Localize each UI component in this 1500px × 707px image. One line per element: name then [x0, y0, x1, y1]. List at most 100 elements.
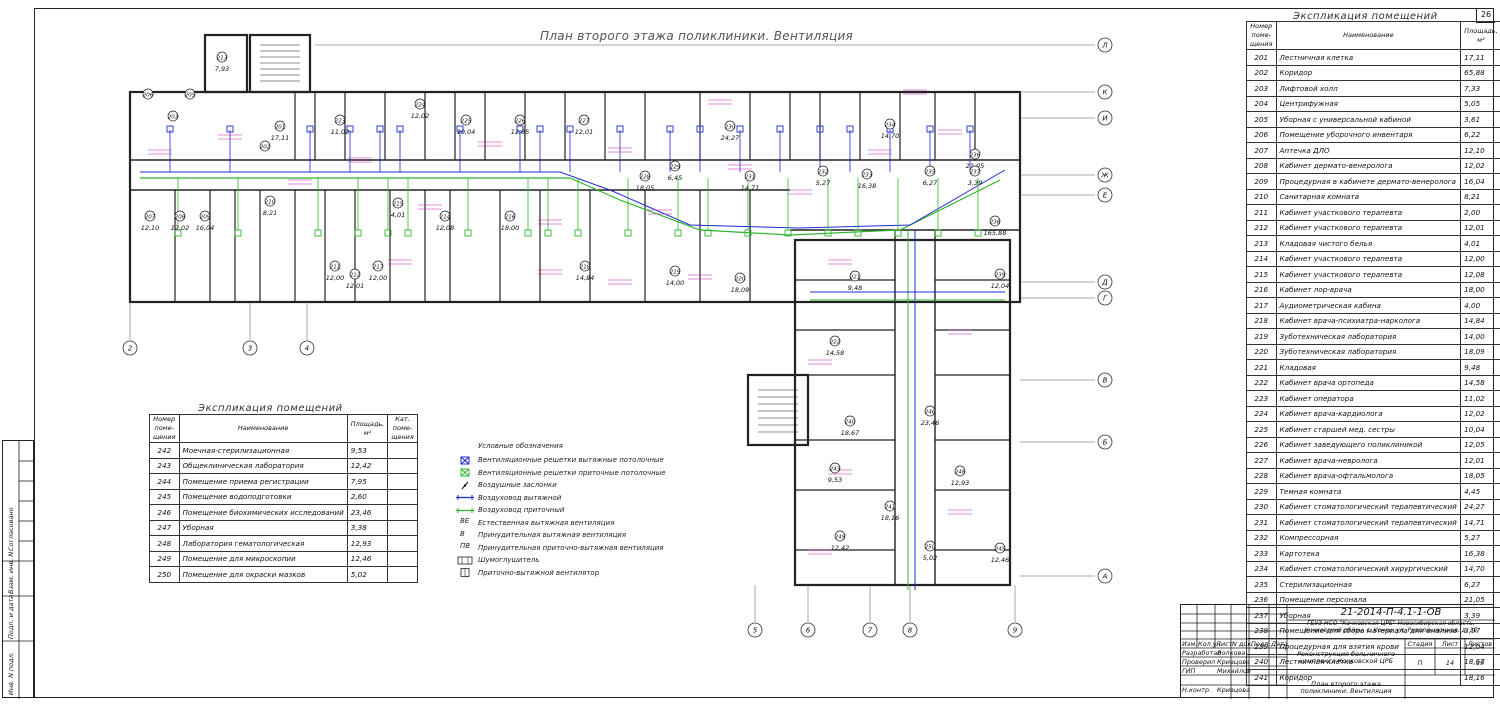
room-number: 219	[1246, 328, 1277, 345]
room-number: 214	[1246, 250, 1277, 267]
room-area: 12,00	[326, 274, 345, 282]
axis-number: 4	[305, 345, 309, 353]
room-number-circle	[329, 260, 341, 272]
room-number-circle	[734, 272, 746, 284]
exhaust-grille-icon	[376, 125, 384, 133]
sheet-label: Лист	[1441, 640, 1459, 648]
room-number: 224	[1246, 405, 1277, 422]
room-number: 228	[1246, 467, 1277, 484]
head-list: Лист	[1216, 640, 1233, 648]
room-name: Зуботехническая лаборатория	[1275, 343, 1462, 360]
room-number: 240	[845, 420, 856, 426]
supply-grille-icon	[704, 229, 712, 237]
axis-bubble	[299, 340, 315, 356]
room-number-circle	[884, 118, 896, 130]
axis-bubble	[242, 340, 258, 356]
legend-label: Принудительная вытяжная вентиляция	[478, 531, 627, 540]
room-name: Аптечка ДЛО	[1275, 142, 1462, 159]
room-number-circle	[829, 462, 841, 474]
room-number-circle	[954, 465, 966, 477]
room-number: 234	[1246, 560, 1277, 577]
legend-label: Вентиляционные решетки приточные потолоч…	[478, 468, 666, 477]
exhaust-grille-icon	[516, 125, 524, 133]
axis-number: 9	[1013, 627, 1018, 635]
room-number-circle	[414, 98, 426, 110]
room-number-circle	[372, 260, 384, 272]
supply-grille-icon	[574, 229, 582, 237]
exhaust-grille-icon	[536, 125, 544, 133]
legend-symbol-icon: В	[452, 530, 478, 541]
room-number: 215	[1246, 266, 1277, 283]
room-area: 14,70	[1460, 560, 1500, 577]
room-area: 18,09	[731, 286, 750, 294]
column-header: Наименование	[178, 414, 348, 443]
room-name: Кабинет лор-врача	[1275, 281, 1462, 298]
room-number: 218	[1246, 312, 1277, 329]
axis-bubble	[122, 340, 138, 356]
room-number: 217	[373, 265, 384, 271]
column-header: Номер поме-щения	[1246, 21, 1277, 50]
supply-grille-icon	[624, 229, 632, 237]
project-name: Реконструкция больничного комплекса Кочк…	[1297, 650, 1395, 665]
room-number: 223	[335, 119, 346, 125]
room-number: 208	[1246, 157, 1277, 174]
exhaust-grille-icon	[166, 125, 174, 133]
room-number-circle	[174, 210, 186, 222]
supply-grille-icon	[974, 229, 982, 237]
room-number-circle	[460, 114, 472, 126]
axis-letter: Л	[1101, 42, 1108, 50]
room-number-circle	[849, 270, 861, 282]
room-number: 226	[515, 119, 526, 125]
room-area: 16,04	[196, 224, 215, 232]
room-number-circle	[924, 165, 936, 177]
room-name: Помещение для окраски мазков	[178, 566, 348, 583]
column-header: Номер поме-щения	[149, 414, 180, 443]
room-number: 225	[1246, 421, 1277, 438]
legend-symbol-icon: ПВ	[452, 542, 478, 553]
axis-number: 3	[248, 345, 252, 353]
room-area: 12,04	[991, 282, 1010, 290]
room-area: 18,05	[1460, 467, 1500, 484]
legend-symbol-icon	[452, 480, 478, 491]
room-number: 230	[1246, 498, 1277, 515]
room-number-circle	[639, 170, 651, 182]
room-number: 204	[1246, 95, 1277, 112]
room-area: 5,27	[816, 179, 831, 187]
room-area: 18,05	[636, 184, 655, 192]
room-number: 237	[970, 170, 981, 176]
room-area: 17,11	[1460, 49, 1500, 66]
room-area: 12,05	[511, 128, 530, 136]
room-area: 12,93	[951, 479, 970, 487]
room-number: 214	[440, 215, 451, 221]
room-name: Центрифужная	[1275, 95, 1462, 112]
legend-title: Условные обозначения	[478, 442, 563, 450]
room-area: 8,21	[1460, 188, 1500, 205]
room-number-circle	[274, 120, 286, 132]
axis-letter: Г	[1103, 295, 1108, 303]
room-number-circle	[167, 110, 179, 122]
room-area: 6,27	[923, 179, 938, 187]
room-area: 6,27	[1460, 576, 1500, 593]
supply-grille-icon	[824, 229, 832, 237]
room-number: 216	[1246, 281, 1277, 298]
supply-grille-icon	[854, 229, 862, 237]
sheets-label: Листов	[1467, 640, 1493, 648]
room-category	[387, 566, 418, 583]
legend-item: Вентиляционные решетки приточные потолоч…	[452, 467, 666, 480]
supply-grille-icon	[674, 229, 682, 237]
room-area: 12,42	[346, 457, 389, 474]
room-name: Кабинет стоматологический хирургический	[1275, 560, 1462, 577]
room-number: 245	[149, 488, 180, 505]
